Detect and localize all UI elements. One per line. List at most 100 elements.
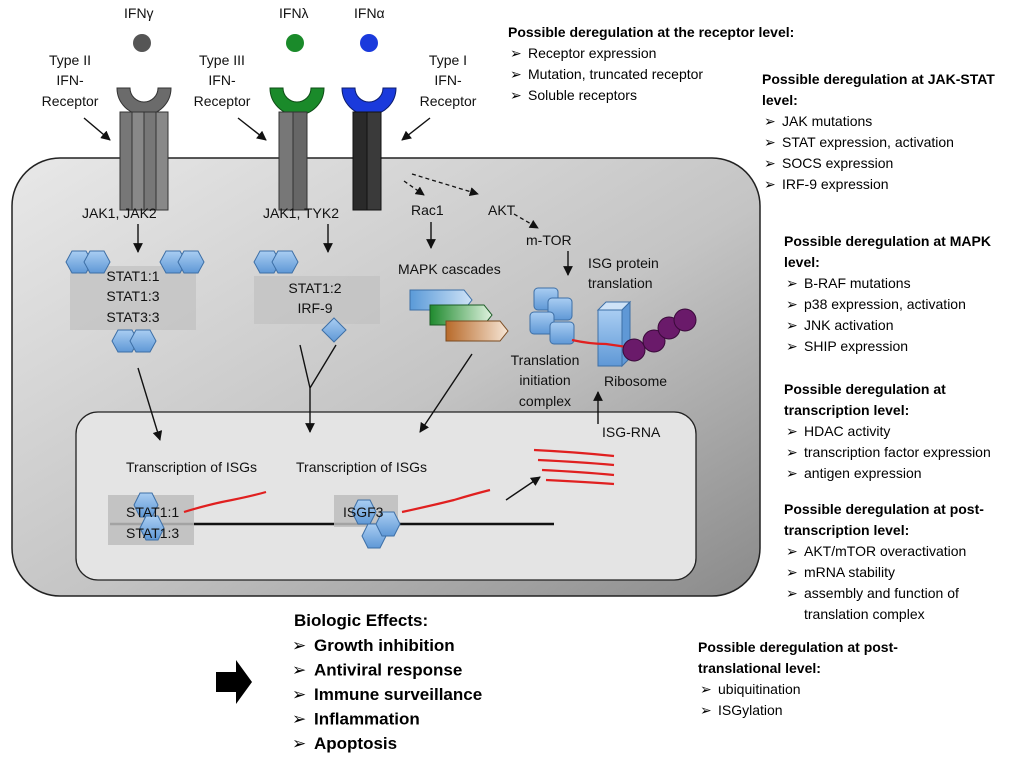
deregulation-section-title: level:	[762, 92, 798, 108]
bullet-arrow-icon: ➢	[786, 423, 798, 439]
svg-text:STAT1:3: STAT1:3	[126, 525, 179, 541]
svg-text:Receptor: Receptor	[42, 93, 99, 109]
svg-text:STAT1:1: STAT1:1	[106, 268, 159, 284]
deregulation-item: Soluble receptors	[528, 87, 637, 103]
svg-text:Receptor: Receptor	[420, 93, 477, 109]
bullet-arrow-icon: ➢	[786, 444, 798, 460]
bullet-arrow-icon: ➢	[786, 338, 798, 354]
bullet-arrow-icon: ➢	[764, 155, 776, 171]
stat-dna-labels: STAT1:1 STAT1:3	[126, 504, 179, 541]
ifn-lambda-ligand	[286, 34, 304, 52]
deregulation-section-title: level:	[784, 254, 820, 270]
isgf3-proteins	[351, 499, 401, 549]
deregulation-item: AKT/mTOR overactivation	[804, 543, 966, 559]
bullet-arrow-icon: ➢	[292, 661, 306, 680]
peptide-chain	[622, 308, 697, 362]
deregulation-section-title: Possible deregulation at the receptor le…	[508, 24, 794, 40]
svg-text:initiation: initiation	[519, 372, 570, 388]
deregulation-panel: Possible deregulation at the receptor le…	[508, 24, 995, 718]
rna-transcript-left	[183, 490, 267, 514]
deregulation-section-title: transcription level:	[784, 522, 909, 538]
ifn-alpha-label: IFNα	[354, 5, 385, 21]
dashed-arrow-akt	[411, 173, 479, 196]
deregulation-item: transcription factor expression	[804, 444, 991, 460]
type-ii-label: Type II IFN- Receptor	[42, 52, 99, 109]
svg-text:Type II: Type II	[49, 52, 91, 68]
svg-text:Type III: Type III	[199, 52, 245, 68]
bullet-arrow-icon: ➢	[786, 564, 798, 580]
arrow-stat-mid-to-nucleus	[299, 344, 337, 432]
ifn-gamma-ligand	[133, 34, 151, 52]
stat-proteins-left	[65, 250, 205, 353]
stat-mid-labels: STAT1:2 IRF-9	[288, 280, 341, 316]
biologic-effect-item: Growth inhibition	[314, 636, 455, 655]
svg-text:STAT3:3: STAT3:3	[106, 309, 159, 325]
deregulation-item: HDAC activity	[804, 423, 890, 439]
bullet-arrow-icon: ➢	[292, 685, 306, 704]
deregulation-item: ubiquitination	[718, 681, 801, 697]
deregulation-item: Receptor expression	[528, 45, 656, 61]
arrow-type-ii	[83, 117, 111, 141]
svg-text:IFN-: IFN-	[208, 72, 236, 88]
bullet-arrow-icon: ➢	[786, 317, 798, 333]
rac1-label: Rac1	[411, 202, 444, 218]
svg-text:complex: complex	[519, 393, 571, 409]
type-i-label: Type I IFN- Receptor	[420, 52, 477, 109]
biologic-effect-item: Apoptosis	[314, 734, 397, 753]
deregulation-item: Mutation, truncated receptor	[528, 66, 703, 82]
transcription-mid-label: Transcription of ISGs	[296, 459, 427, 475]
isg-protein-label-1: ISG protein	[588, 255, 659, 271]
deregulation-item: SOCS expression	[782, 155, 893, 171]
bullet-arrow-icon: ➢	[786, 296, 798, 312]
deregulation-section-title: Possible deregulation at post-	[698, 639, 898, 655]
bullet-arrow-icon: ➢	[292, 734, 306, 753]
bullet-arrow-icon: ➢	[786, 465, 798, 481]
svg-text:IRF-9: IRF-9	[298, 300, 333, 316]
translation-complex-label: Translation initiation complex	[511, 352, 580, 409]
biologic-effect-item: Immune surveillance	[314, 685, 482, 704]
svg-text:Translation: Translation	[511, 352, 580, 368]
bullet-arrow-icon: ➢	[764, 176, 776, 192]
arrow-stat-left-to-nucleus	[137, 367, 163, 441]
akt-label: AKT	[488, 202, 516, 218]
bullet-arrow-icon: ➢	[510, 45, 522, 61]
deregulation-section-title: Possible deregulation at JAK-STAT	[762, 71, 995, 87]
bullet-arrow-icon: ➢	[700, 702, 712, 718]
isg-rna-strands	[533, 448, 615, 486]
svg-text:IFN-: IFN-	[434, 72, 462, 88]
bullet-arrow-icon: ➢	[786, 543, 798, 559]
ifn-lambda-label: IFNλ	[279, 5, 309, 21]
ifn-alpha-ligand	[360, 34, 378, 52]
ifn-gamma-label: IFNγ	[124, 5, 154, 21]
stat-left-box	[70, 266, 196, 330]
biologic-effect-item: Antiviral response	[314, 661, 462, 680]
dashed-arrow-mtor	[513, 213, 539, 229]
stat-mid-box	[254, 276, 380, 324]
stat-proteins-mid	[253, 250, 347, 343]
svg-text:STAT1:2: STAT1:2	[288, 280, 341, 296]
deregulation-item: IRF-9 expression	[782, 176, 889, 192]
deregulation-section-title: translational level:	[698, 660, 821, 676]
deregulation-item: JNK activation	[804, 317, 893, 333]
deregulation-section-title: Possible deregulation at post-	[784, 501, 984, 517]
deregulation-section-title: Possible deregulation at MAPK	[784, 233, 991, 249]
svg-text:STAT1:1: STAT1:1	[126, 504, 179, 520]
rna-transcript-mid	[401, 488, 491, 514]
biologic-effects-list: ➢ Growth inhibition ➢ Antiviral response ➢ Im…	[292, 636, 482, 753]
isg-protein-label-2: translation	[588, 275, 653, 291]
isgf3-label: ISGF3	[343, 504, 384, 520]
deregulation-section-title: Possible deregulation at	[784, 381, 946, 397]
deregulation-item: assembly and function of	[804, 585, 959, 601]
type-iii-label: Type III IFN- Receptor	[194, 52, 251, 109]
bullet-arrow-icon: ➢	[700, 681, 712, 697]
deregulation-item: JAK mutations	[782, 113, 872, 129]
jak-mid-label: JAK1, TYK2	[263, 205, 339, 221]
deregulation-item: B-RAF mutations	[804, 275, 911, 291]
svg-text:STAT1:3: STAT1:3	[106, 288, 159, 304]
deregulation-item: SHIP expression	[804, 338, 908, 354]
mapk-cascade	[409, 289, 509, 342]
svg-text:Receptor: Receptor	[194, 93, 251, 109]
isg-rna-label: ISG-RNA	[602, 424, 661, 440]
jak-left-label: JAK1, JAK2	[82, 205, 157, 221]
